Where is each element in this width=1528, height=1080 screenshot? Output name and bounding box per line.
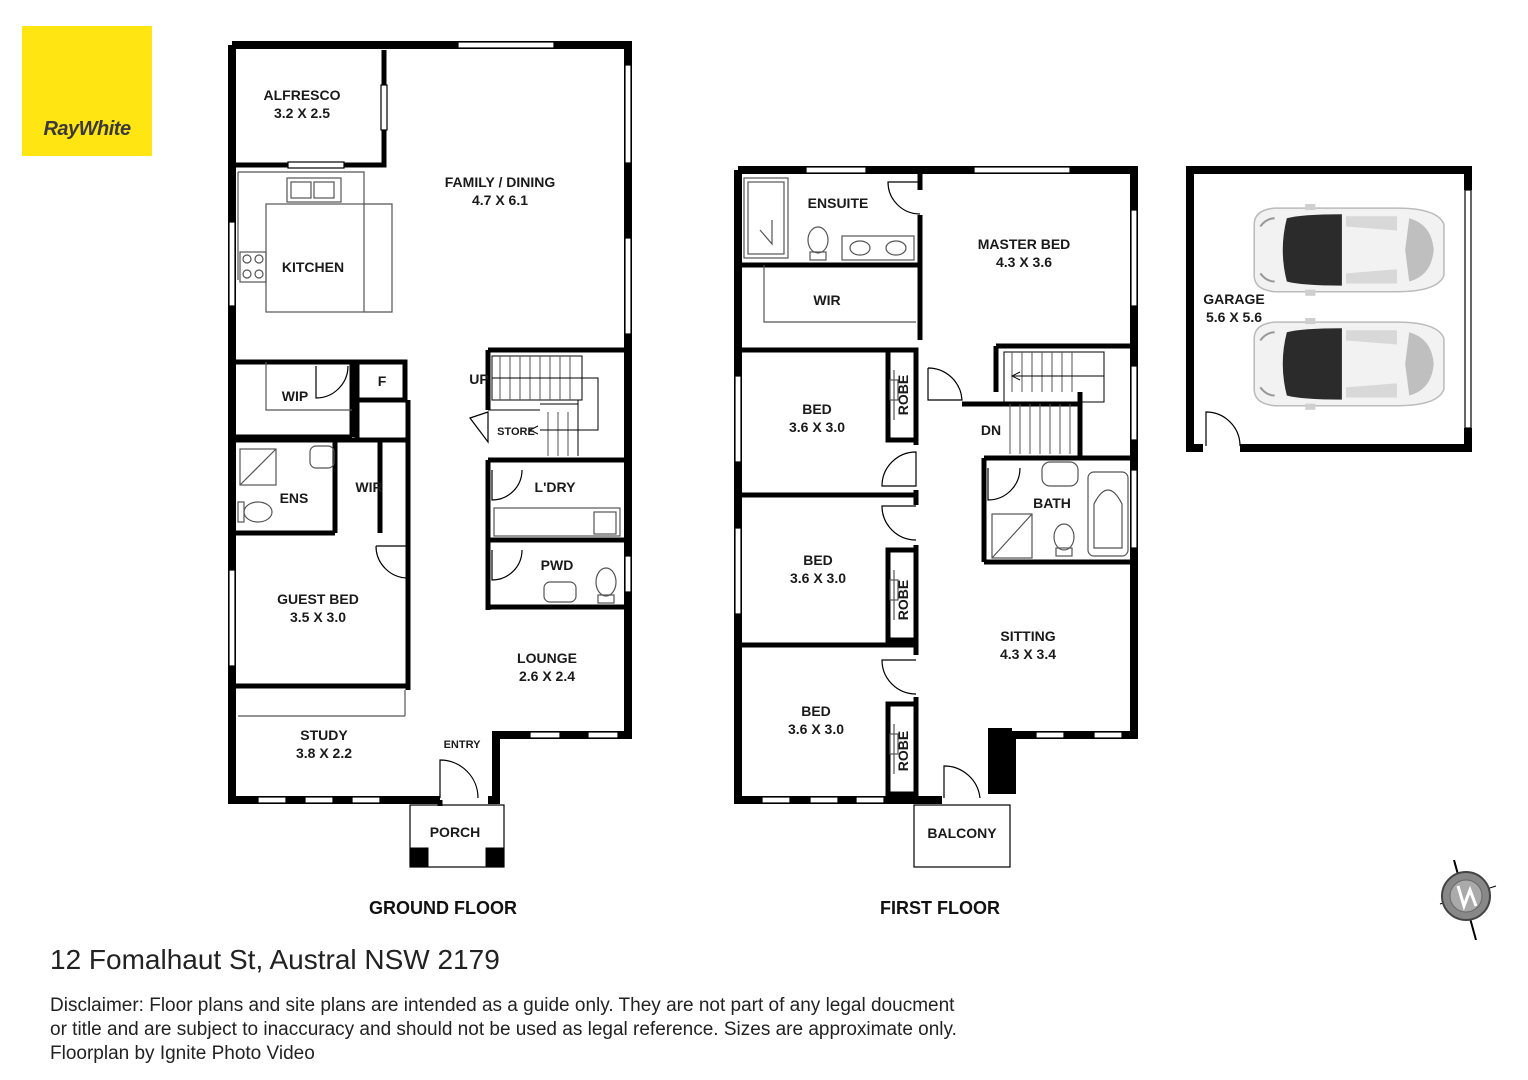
garage: GARAGE 5.6 X 5.6	[1186, 166, 1472, 452]
bed1-size: 3.6 X 3.0	[789, 419, 845, 435]
ens-label: ENS	[280, 490, 309, 506]
sitting-label: SITTING	[1000, 628, 1055, 644]
property-address: 12 Fomalhaut St, Austral NSW 2179	[50, 944, 500, 975]
fridge-label: F	[378, 373, 387, 389]
disclaimer-line-2: or title and are subject to inaccuracy a…	[50, 1019, 957, 1040]
laundry-label: L'DRY	[535, 479, 577, 495]
car-icon	[1253, 202, 1445, 297]
bed2-size: 3.6 X 3.0	[790, 570, 846, 586]
wip-label: WIP	[282, 388, 308, 404]
first-floor-title: FIRST FLOOR	[880, 898, 1000, 918]
robe-label-3: ROBE	[895, 731, 911, 771]
master-bed-label: MASTER BED	[978, 236, 1071, 252]
bed1-label: BED	[802, 401, 832, 417]
compass-icon	[1439, 859, 1497, 940]
kitchen-label: KITCHEN	[282, 259, 344, 275]
entry-label: ENTRY	[444, 739, 482, 751]
bed2-label: BED	[803, 552, 833, 568]
disclaimer-line-1: Disclaimer: Floor plans and site plans a…	[50, 995, 955, 1016]
lounge-size: 2.6 X 2.4	[519, 668, 575, 684]
guest-bed-size: 3.5 X 3.0	[290, 609, 346, 625]
disclaimer: Disclaimer: Floor plans and site plans a…	[50, 994, 1150, 1066]
garage-label: GARAGE	[1203, 291, 1264, 307]
bed3-size: 3.6 X 3.0	[788, 721, 844, 737]
balcony-label: BALCONY	[927, 825, 997, 841]
robe-label-1: ROBE	[895, 375, 911, 415]
family-dining-label: FAMILY / DINING	[445, 174, 556, 190]
alfresco-label: ALFRESCO	[264, 87, 341, 103]
up-label: UP	[469, 371, 488, 387]
car-icon	[1253, 316, 1445, 411]
ground-floor: ALFRESCO 3.2 X 2.5 FAMILY / DINING 4.7 X…	[228, 41, 632, 918]
master-bed-size: 4.3 X 3.6	[996, 254, 1052, 270]
dn-label: DN	[981, 422, 1001, 438]
raywhite-logo: RayWhite	[22, 26, 152, 156]
robe-label-2: ROBE	[895, 580, 911, 620]
store-label: STORE	[497, 426, 535, 438]
study-label: STUDY	[300, 727, 348, 743]
disclaimer-line-3: Floorplan by Ignite Photo Video	[50, 1043, 315, 1064]
bed3-label: BED	[801, 703, 831, 719]
alfresco-size: 3.2 X 2.5	[274, 105, 330, 121]
bath-label: BATH	[1033, 495, 1071, 511]
family-dining-size: 4.7 X 6.1	[472, 192, 528, 208]
porch-label: PORCH	[430, 824, 481, 840]
sitting-size: 4.3 X 3.4	[1000, 646, 1056, 662]
garage-size: 5.6 X 5.6	[1206, 309, 1262, 325]
study-size: 3.8 X 2.2	[296, 745, 352, 761]
pwd-label: PWD	[541, 557, 574, 573]
logo-text: RayWhite	[43, 118, 131, 140]
guest-bed-label: GUEST BED	[277, 591, 359, 607]
ground-floor-title: GROUND FLOOR	[369, 898, 517, 918]
wir-ground-label: WIR	[355, 479, 382, 495]
wir-first-label: WIR	[813, 292, 840, 308]
ensuite-label: ENSUITE	[808, 195, 869, 211]
lounge-label: LOUNGE	[517, 650, 577, 666]
first-floor: ENSUITE MASTER BED 4.3 X 3.6 WIR BED 3.6…	[734, 166, 1138, 918]
floor-plan: ALFRESCO 3.2 X 2.5 FAMILY / DINING 4.7 X…	[228, 41, 1497, 940]
